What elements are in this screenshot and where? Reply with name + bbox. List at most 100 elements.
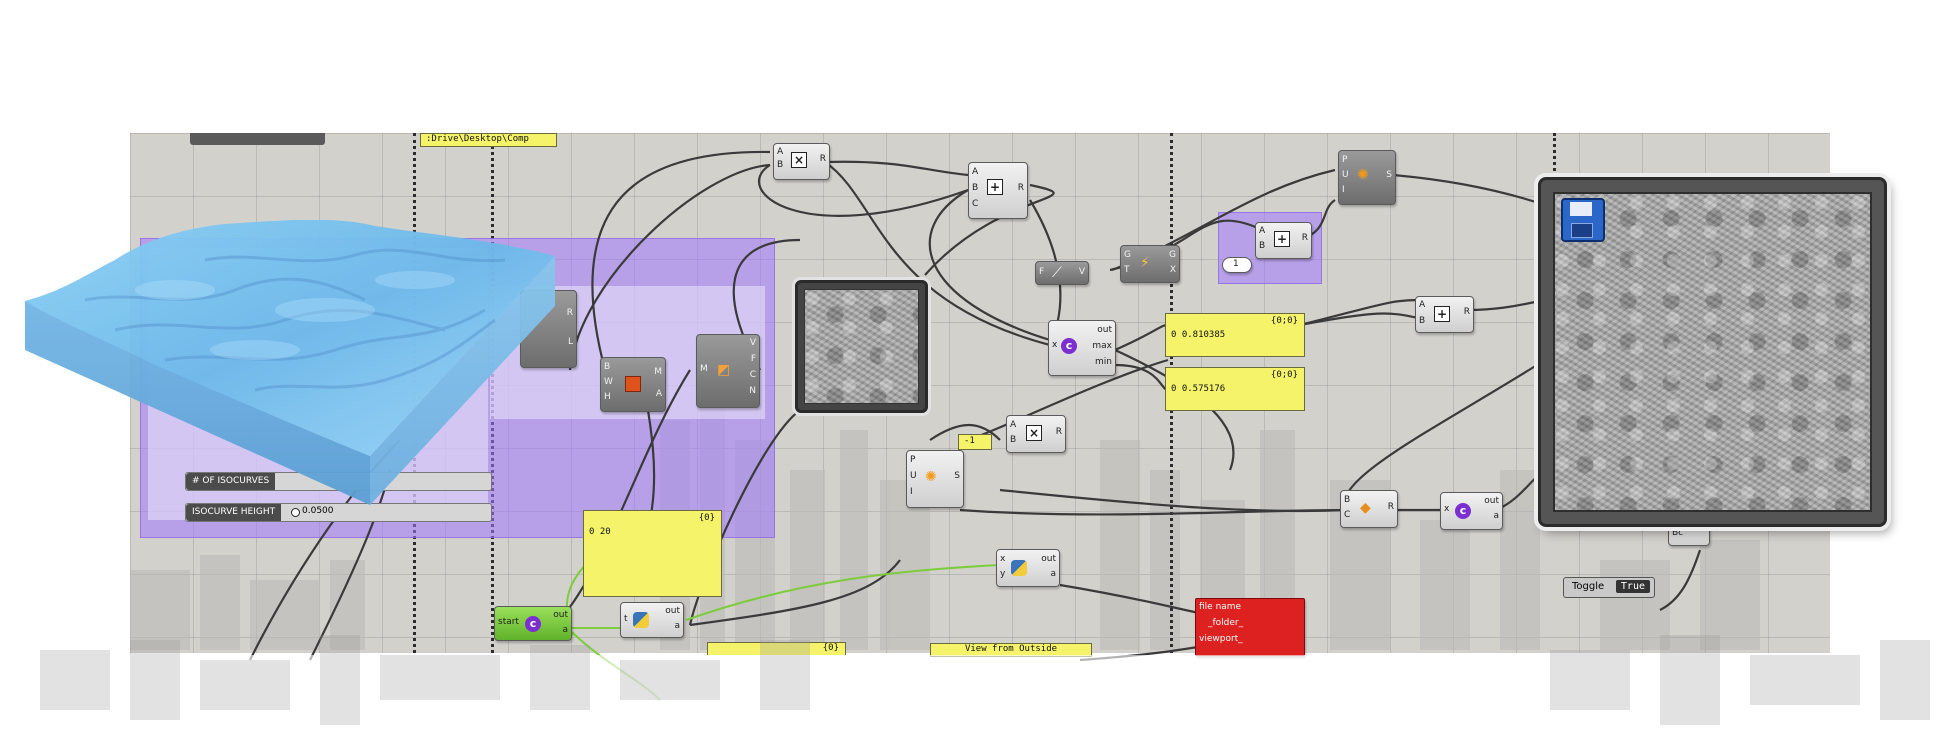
populate-icon: ✺ xyxy=(1357,167,1369,183)
output-a: a xyxy=(1050,569,1056,579)
start-label: start xyxy=(498,617,519,627)
python-component-mid[interactable]: x y out a xyxy=(996,549,1060,587)
blend-icon: ◆ xyxy=(1360,500,1371,516)
input-bc: Bc xyxy=(1672,528,1684,538)
python-icon xyxy=(1011,560,1027,576)
output-out: out xyxy=(1484,496,1499,506)
input-c: C xyxy=(972,199,979,209)
input-p: P xyxy=(1342,155,1348,165)
input-b: B xyxy=(972,183,979,193)
populate-component-top[interactable]: P U I ✺ S xyxy=(1338,150,1396,205)
input-b: B xyxy=(604,362,611,372)
input-i: I xyxy=(910,487,913,497)
multiplication-component-mid[interactable]: A B × R xyxy=(1006,415,1066,453)
rl-component[interactable]: R L xyxy=(520,290,577,368)
input-b: B xyxy=(1010,435,1017,445)
path-panel[interactable]: :Drive\Desktop\Comp xyxy=(420,133,557,147)
multiply-icon: × xyxy=(1026,425,1042,441)
csharp-component-max-min[interactable]: x c out max min xyxy=(1048,320,1116,376)
deconstruct-mesh-component[interactable]: M ◩ V F C N xyxy=(696,334,760,408)
input-a: A xyxy=(1259,226,1266,236)
csharp-component-right[interactable]: x c out a xyxy=(1440,492,1503,530)
input-x: x xyxy=(1000,554,1006,564)
populate-component-mid[interactable]: P U I ✺ S xyxy=(906,450,964,508)
toggle-label: Toggle xyxy=(1572,581,1605,592)
box-icon xyxy=(625,376,641,392)
output-v: V xyxy=(1078,267,1085,277)
twenty-panel[interactable]: {0} 0 20 xyxy=(583,510,722,597)
output-out: out xyxy=(553,610,568,620)
input-x: x xyxy=(1444,504,1450,514)
python-icon xyxy=(633,612,649,628)
floppy-disk-icon[interactable] xyxy=(1561,198,1605,242)
output-out: out xyxy=(1041,554,1056,564)
input-a: A xyxy=(1419,300,1426,310)
addition-component-mid[interactable]: A B + R xyxy=(1255,222,1312,259)
input-f: F xyxy=(1039,267,1045,277)
isocurves-slider[interactable]: # OF ISOCURVES xyxy=(185,472,492,491)
twenty-value: 0 20 xyxy=(589,527,611,537)
output-r: R xyxy=(1301,233,1308,243)
output-r: R xyxy=(1017,183,1024,193)
texture-image xyxy=(804,289,919,404)
graph-icon: ⚡ xyxy=(1140,255,1150,271)
blend-component[interactable]: B C ◆ R xyxy=(1340,490,1398,528)
top-left-slider-stub[interactable] xyxy=(190,133,325,145)
output-g: G xyxy=(1169,250,1176,260)
input-a: A xyxy=(777,147,784,157)
image-preview-large[interactable] xyxy=(1538,177,1887,527)
capture-component[interactable]: file name _folder_ viewport_ xyxy=(1195,598,1305,656)
input-t: t xyxy=(624,614,628,624)
input-y: y xyxy=(1000,569,1006,579)
max-value: 0 0.810385 xyxy=(1171,330,1226,340)
min-value: 0 0.575176 xyxy=(1171,384,1226,394)
multiply-icon: × xyxy=(791,152,807,168)
output-m: M xyxy=(654,367,662,377)
output-out: out xyxy=(1097,325,1112,335)
input-b: B xyxy=(1419,316,1426,326)
input-b: B xyxy=(1344,495,1351,505)
bwh-component[interactable]: B W H M A xyxy=(600,357,666,412)
output-min: min xyxy=(1095,357,1112,367)
addition-component-right[interactable]: A B + R xyxy=(1415,296,1474,333)
min-value-panel[interactable]: {0;0} 0 0.575176 xyxy=(1165,367,1305,411)
add-icon: + xyxy=(987,179,1003,195)
graph-mapper-component[interactable]: G T ⚡ G X xyxy=(1120,245,1180,283)
mesh-icon: ◩ xyxy=(717,362,731,378)
texture-preview-small[interactable] xyxy=(795,280,928,413)
neg-one-panel[interactable]: -1 xyxy=(958,434,992,450)
input-i: I xyxy=(1342,185,1345,195)
toggle-value[interactable]: True xyxy=(1615,580,1650,593)
bottom-fade xyxy=(0,655,1950,750)
fv-component[interactable]: F ⟋ V xyxy=(1035,261,1089,285)
max-value-panel[interactable]: {0;0} 0 0.810385 xyxy=(1165,313,1305,357)
input-m: M xyxy=(700,364,708,374)
csharp-icon: c xyxy=(525,616,541,632)
number-one-panel[interactable]: 1 xyxy=(1222,257,1252,273)
input-t: T xyxy=(1124,265,1130,275)
input-w: W xyxy=(604,377,613,387)
add-icon: + xyxy=(1434,306,1450,322)
texture-image-large xyxy=(1553,192,1872,512)
output-v: V xyxy=(749,338,756,348)
output-max: max xyxy=(1092,341,1112,351)
output-f: F xyxy=(750,354,756,364)
start-csharp-component[interactable]: start c out a xyxy=(494,606,572,641)
boolean-toggle[interactable]: Toggle True xyxy=(1563,577,1655,598)
multiplication-component-top[interactable]: A B × R xyxy=(773,143,830,180)
input-x: x xyxy=(1052,340,1058,350)
output-a: a xyxy=(674,621,680,631)
output-a: a xyxy=(562,625,568,635)
python-component-bottom[interactable]: t out a xyxy=(620,602,684,638)
output-n: N xyxy=(749,386,756,396)
bottom-panel[interactable]: {0} xyxy=(707,642,846,655)
slider-knob[interactable] xyxy=(291,508,300,517)
input-folder: _folder_ xyxy=(1208,618,1244,628)
addition-component-top[interactable]: A B C + R xyxy=(968,162,1028,219)
isocurve-height-value: 0.0500 xyxy=(302,506,334,516)
input-file-name: file name xyxy=(1199,602,1242,612)
output-r: R xyxy=(819,154,826,164)
view-text: View from Outside xyxy=(964,644,1058,654)
isocurve-height-slider[interactable]: ISOCURVE HEIGHT 0.0500 xyxy=(185,503,492,522)
output-r: R xyxy=(1055,427,1062,437)
